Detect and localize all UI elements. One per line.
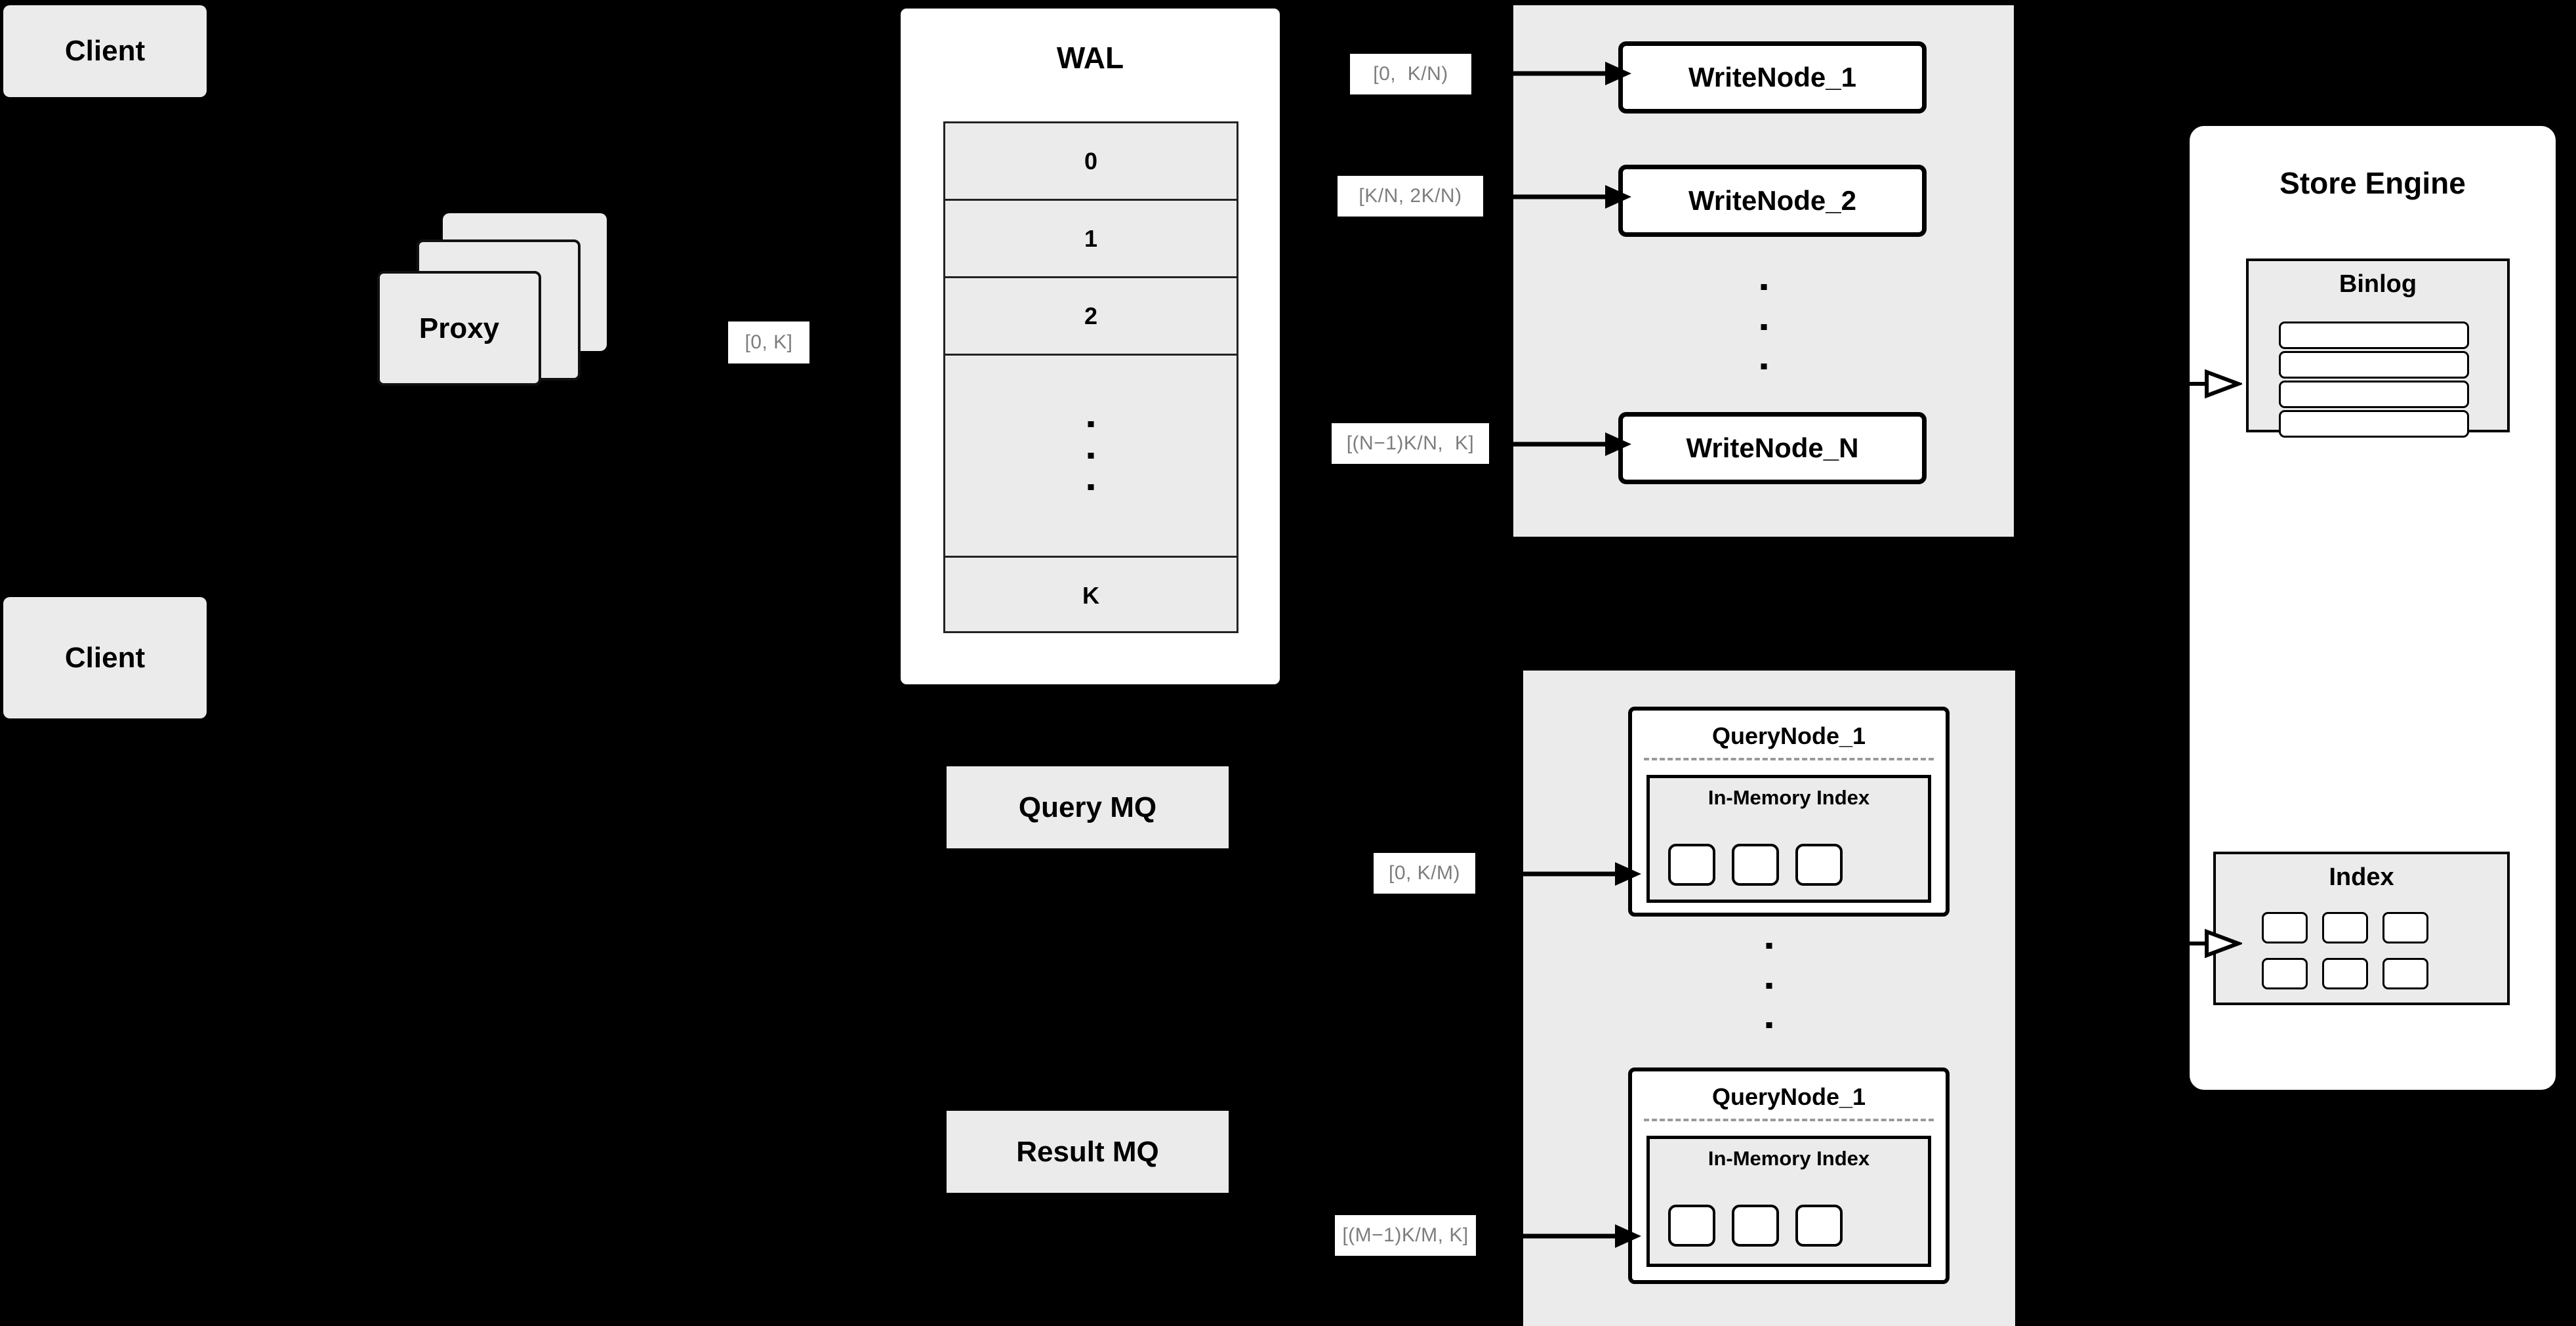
edge-label-wal-to-write-node-2-text: [K/N, 2K/N) — [1359, 185, 1462, 207]
client-node-1[interactable]: Client — [3, 5, 207, 97]
connector-proxy-to-wal — [656, 341, 728, 345]
edge-label-wal-to-write-node-n: [(N−1)K/N, K] — [1332, 423, 1489, 464]
proxy-node[interactable]: Proxy — [377, 271, 541, 386]
index-cell-5[interactable] — [2322, 958, 2368, 989]
query-node-1-index-cells — [1668, 844, 1843, 886]
wal-ellipsis-dot-1 — [1088, 421, 1094, 427]
wal-table: 0 1 2 K — [943, 121, 1238, 633]
index-cell-6[interactable] — [2382, 958, 2428, 989]
edge-label-proxy-to-wal-text: [0, K] — [745, 331, 793, 353]
proxy-stack[interactable]: Proxy — [377, 213, 672, 436]
wal-row-2[interactable]: 2 — [945, 278, 1237, 356]
edge-label-mq-to-query-node-m-text: [(M−1)K/M, K] — [1342, 1224, 1469, 1246]
binlog-segment-2[interactable] — [2279, 351, 2469, 379]
arrow-to-binlog — [2165, 369, 2242, 399]
edge-label-wal-to-write-node-1-text: [0, K/N) — [1373, 63, 1448, 85]
query-node-cluster: QueryNode_1 In-Memory Index QueryNode_1 — [1523, 671, 2015, 1326]
wal-title: WAL — [1056, 41, 1124, 75]
arrow-wal-to-write-node-2 — [1513, 185, 1631, 209]
query-node-1-in-memory-index: In-Memory Index — [1646, 775, 1931, 903]
query-node-m-index-cell-3[interactable] — [1795, 1205, 1843, 1247]
result-mq-label: Result MQ — [1016, 1135, 1159, 1168]
query-cluster-ellipsis-dot-2 — [1766, 982, 1772, 989]
wal-row-1[interactable]: 1 — [945, 201, 1237, 278]
wal-ellipsis-dot-2 — [1088, 453, 1094, 459]
write-node-2[interactable]: WriteNode_2 — [1618, 165, 1927, 237]
query-node-m-in-memory-index-title: In-Memory Index — [1707, 1147, 1870, 1170]
query-node-m-in-memory-index: In-Memory Index — [1646, 1136, 1931, 1267]
index-title: Index — [2329, 863, 2394, 891]
arrow-wal-to-write-node-1 — [1513, 62, 1631, 85]
write-node-cluster: WriteNode_1 WriteNode_2 WriteNode_N — [1513, 5, 2014, 537]
edge-label-proxy-to-wal: [0, K] — [728, 321, 809, 363]
index-block: Index — [2213, 852, 2510, 1005]
write-cluster-ellipsis-dot-1 — [1761, 284, 1767, 290]
wal-row-k[interactable]: K — [945, 558, 1237, 633]
write-node-1[interactable]: WriteNode_1 — [1618, 41, 1927, 114]
wal-ellipsis-dots — [1088, 421, 1094, 490]
query-node-m[interactable]: QueryNode_1 In-Memory Index — [1628, 1067, 1950, 1284]
index-cells — [2262, 912, 2428, 989]
binlog-title: Binlog — [2339, 270, 2417, 298]
query-node-m-title: QueryNode_1 — [1711, 1083, 1866, 1110]
store-engine-title: Store Engine — [2280, 166, 2466, 200]
query-node-m-index-cell-1[interactable] — [1668, 1205, 1715, 1247]
wal-row-k-label: K — [1082, 581, 1099, 609]
wal-row-0-label: 0 — [1084, 147, 1098, 175]
query-node-m-index-cells — [1668, 1205, 1843, 1247]
write-node-1-label: WriteNode_1 — [1688, 62, 1856, 93]
query-node-m-separator — [1644, 1119, 1934, 1121]
write-cluster-ellipsis-dots — [1761, 284, 1767, 369]
wal-row-0[interactable]: 0 — [945, 123, 1237, 201]
client-node-2[interactable]: Client — [3, 597, 207, 718]
query-mq-label: Query MQ — [1018, 791, 1157, 823]
binlog-segment-1[interactable] — [2279, 321, 2469, 349]
binlog-segment-3[interactable] — [2279, 381, 2469, 408]
query-node-1-index-cell-2[interactable] — [1732, 844, 1779, 886]
write-node-2-label: WriteNode_2 — [1688, 185, 1856, 216]
proxy-label: Proxy — [419, 312, 500, 344]
query-node-1-title: QueryNode_1 — [1711, 722, 1866, 749]
edge-label-wal-to-write-node-n-text: [(N−1)K/N, K] — [1346, 432, 1475, 454]
edge-label-wal-to-write-node-1: [0, K/N) — [1350, 54, 1471, 94]
query-node-1[interactable]: QueryNode_1 In-Memory Index — [1628, 707, 1950, 917]
write-cluster-ellipsis-dot-2 — [1761, 323, 1767, 330]
arrow-mq-to-query-node-1 — [1523, 862, 1641, 886]
wal-row-ellipsis — [945, 356, 1237, 558]
query-node-1-separator — [1644, 758, 1934, 760]
arrow-to-index — [2165, 928, 2242, 959]
edge-label-wal-to-write-node-2: [K/N, 2K/N) — [1338, 176, 1483, 217]
query-node-m-index-cell-2[interactable] — [1732, 1205, 1779, 1247]
query-node-1-index-cell-1[interactable] — [1668, 844, 1715, 886]
query-cluster-ellipsis-dot-3 — [1766, 1022, 1772, 1028]
client-node-1-label: Client — [64, 35, 146, 67]
binlog-block: Binlog — [2246, 259, 2510, 438]
result-mq-node[interactable]: Result MQ — [947, 1111, 1229, 1193]
index-cell-3[interactable] — [2382, 912, 2428, 943]
query-mq-node[interactable]: Query MQ — [947, 766, 1229, 848]
query-node-1-index-cell-3[interactable] — [1795, 844, 1843, 886]
binlog-segment-4[interactable] — [2279, 410, 2469, 438]
client-node-2-label: Client — [64, 641, 146, 674]
query-cluster-ellipsis-dots — [1766, 943, 1772, 1028]
index-cell-1[interactable] — [2262, 912, 2308, 943]
wal-panel: WAL 0 1 2 K — [897, 5, 1283, 688]
binlog-segments — [2279, 321, 2469, 438]
query-cluster-ellipsis-dot-1 — [1766, 943, 1772, 949]
index-cell-2[interactable] — [2322, 912, 2368, 943]
edge-label-mq-to-query-node-1: [0, K/M) — [1374, 853, 1475, 894]
wal-row-1-label: 1 — [1084, 224, 1098, 252]
query-node-1-in-memory-index-title: In-Memory Index — [1707, 786, 1870, 809]
arrow-mq-to-query-node-m — [1523, 1224, 1641, 1248]
arrow-wal-to-write-node-n — [1513, 432, 1631, 456]
write-node-n-label: WriteNode_N — [1686, 432, 1859, 463]
wal-ellipsis-dot-3 — [1088, 484, 1094, 490]
edge-label-mq-to-query-node-1-text: [0, K/M) — [1388, 862, 1460, 884]
store-engine-panel: Store Engine Binlog Index — [2187, 123, 2558, 1092]
write-node-n[interactable]: WriteNode_N — [1618, 412, 1927, 484]
wal-row-2-label: 2 — [1084, 302, 1098, 329]
write-cluster-ellipsis-dot-3 — [1761, 363, 1767, 369]
index-cell-4[interactable] — [2262, 958, 2308, 989]
edge-label-mq-to-query-node-m: [(M−1)K/M, K] — [1335, 1215, 1476, 1256]
